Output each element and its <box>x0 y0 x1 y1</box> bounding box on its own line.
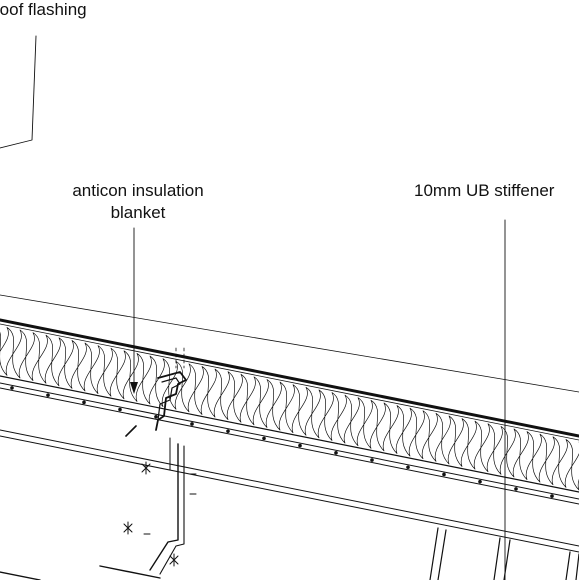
fixing-dot <box>478 479 482 484</box>
z-purlin <box>155 371 187 431</box>
stiffener-label: 10mm UB stiffener <box>414 181 555 200</box>
fixing-dot <box>154 414 158 419</box>
fixing-dot <box>190 422 194 426</box>
panel-web <box>149 443 179 571</box>
bottom-line-1 <box>0 571 41 580</box>
purlin-line-2 <box>0 435 579 553</box>
fixing-dot <box>118 407 122 412</box>
anticon-arrowhead <box>130 382 138 394</box>
bottom-line-2 <box>99 565 161 579</box>
purlin-line-1 <box>0 429 579 547</box>
fixing-dot <box>46 393 50 397</box>
fixing-dot <box>262 436 266 441</box>
fixing-dot <box>298 443 302 448</box>
roof-sheet-under <box>0 323 579 441</box>
ub-stiffeners <box>429 527 579 580</box>
panel-web-2 <box>159 445 185 575</box>
fixing-dot <box>406 465 410 470</box>
fixing-dot <box>370 458 374 462</box>
insulation-bottom <box>0 375 579 493</box>
fixing-dot <box>226 429 230 433</box>
liner-top <box>0 382 579 500</box>
insulation-pattern <box>0 327 579 491</box>
fixing-dot <box>514 487 518 491</box>
roof-flashing-leader <box>0 35 37 149</box>
roof-sheet-top <box>0 318 579 438</box>
fixing-dot <box>442 472 446 477</box>
roof-flashing-label: roof flashing <box>0 0 87 19</box>
fixing-dot <box>334 451 338 455</box>
anticon-label-line2: blanket <box>110 203 166 222</box>
fixing-dot <box>82 400 86 405</box>
screws <box>123 461 197 567</box>
clip-hook <box>125 425 137 437</box>
fixing-dots <box>10 386 554 498</box>
anticon-label-line1: anticon insulation <box>72 181 204 200</box>
z-purlin-inner <box>157 377 181 421</box>
anticon-insulation-label: anticon insulation blanket <box>40 180 236 224</box>
fixing-dot <box>550 494 554 498</box>
fixing-dot <box>10 386 14 390</box>
flashing-outline <box>0 294 579 393</box>
liner-bottom <box>0 387 579 505</box>
